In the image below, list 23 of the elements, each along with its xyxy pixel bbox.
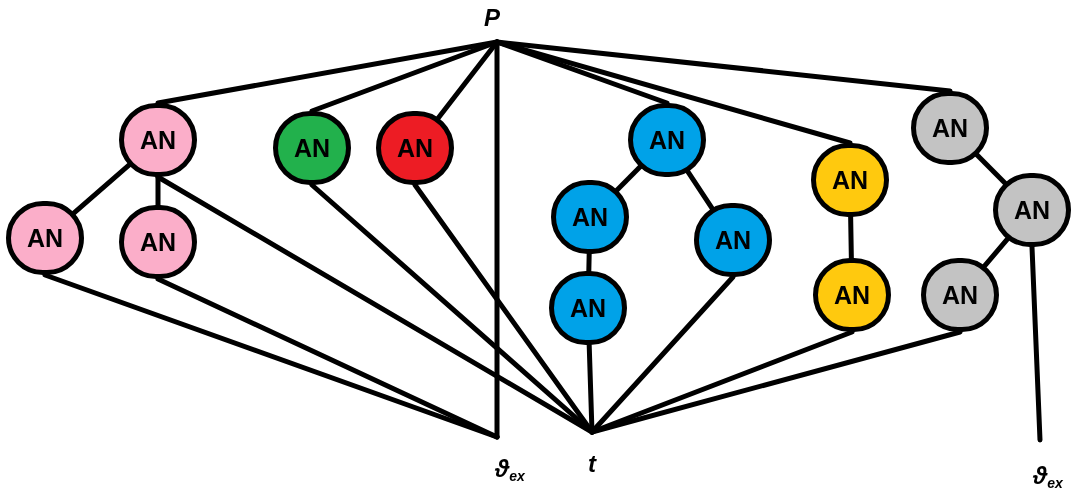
- connector-line: [974, 152, 1008, 186]
- point-text: ϑ$_{ex}$: [495, 457, 525, 481]
- point-text: ϑ$_{ex}$: [1033, 464, 1063, 488]
- node-label: AN: [941, 282, 979, 308]
- node-label: AN: [139, 229, 177, 255]
- node-label: AN: [714, 227, 752, 253]
- node-label: AN: [648, 127, 686, 153]
- point-text: t: [588, 452, 596, 476]
- node-label: AN: [26, 225, 64, 251]
- connector-line: [614, 164, 643, 193]
- point-text: P: [484, 6, 500, 30]
- node-label: AN: [569, 295, 607, 321]
- node-label: AN: [833, 282, 871, 308]
- node-label: AN: [831, 167, 869, 193]
- node-label: AN: [139, 127, 177, 153]
- node-label: AN: [396, 135, 434, 161]
- connector-line: [981, 236, 1011, 269]
- node-label: AN: [1013, 197, 1051, 223]
- connector-line: [71, 162, 132, 216]
- connector-line: [435, 39, 500, 121]
- node-label: AN: [571, 204, 609, 230]
- node-label: AN: [293, 135, 331, 161]
- node-label: AN: [931, 115, 969, 141]
